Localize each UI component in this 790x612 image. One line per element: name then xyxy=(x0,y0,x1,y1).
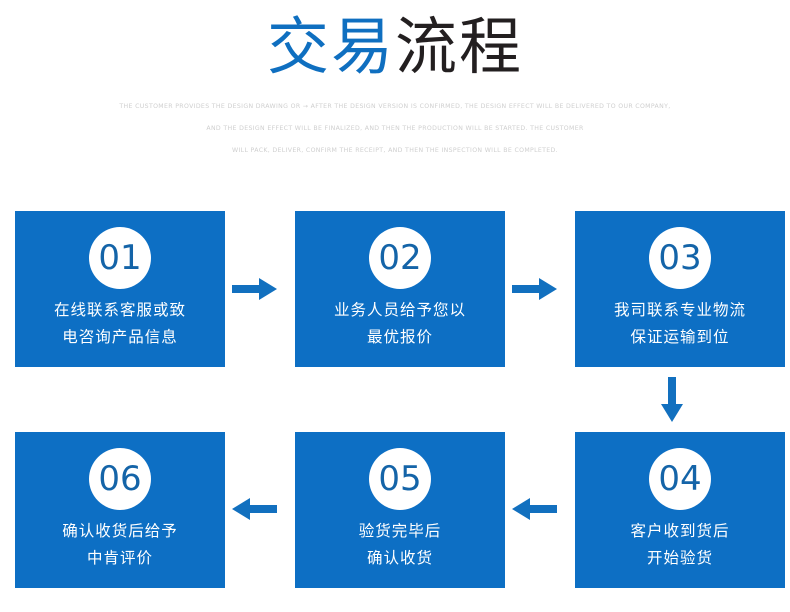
step-number-badge: 05 xyxy=(369,448,431,510)
step-description-line-2: 中肯评价 xyxy=(86,549,153,567)
arrow-right-icon xyxy=(232,272,278,306)
subtitle-line-3: WILL PACK, DELIVER, CONFIRM THE RECEIPT,… xyxy=(232,147,558,154)
page-subtitle: THE CUSTOMER PROVIDES THE DESIGN DRAWING… xyxy=(0,96,790,162)
step-description-line-2: 保证运输到位 xyxy=(630,328,730,346)
page-title-rest: 流程 xyxy=(395,10,524,83)
step-card-01[interactable]: 01 在线联系客服或致 电咨询产品信息 xyxy=(15,211,225,367)
step-description-line-2: 确认收货 xyxy=(366,549,433,567)
step-number-badge: 01 xyxy=(89,227,151,289)
process-flow: 01 在线联系客服或致 电咨询产品信息 02 业务人员给予您以 最优报价 03 … xyxy=(0,211,790,588)
page-header: 交易流程 THE CUSTOMER PROVIDES THE DESIGN DR… xyxy=(0,0,790,162)
page-title-highlight: 交易 xyxy=(266,10,395,83)
step-description: 在线联系客服或致 电咨询产品信息 xyxy=(15,297,225,351)
step-description-line-1: 业务人员给予您以 xyxy=(333,301,466,319)
step-description: 客户收到货后 开始验货 xyxy=(575,518,785,572)
step-number-badge: 06 xyxy=(89,448,151,510)
step-description-line-1: 确认收货后给予 xyxy=(62,522,178,540)
step-card-02[interactable]: 02 业务人员给予您以 最优报价 xyxy=(295,211,505,367)
step-card-04[interactable]: 04 客户收到货后 开始验货 xyxy=(575,432,785,588)
step-description: 确认收货后给予 中肯评价 xyxy=(15,518,225,572)
step-description: 验货完毕后 确认收货 xyxy=(295,518,505,572)
step-description-line-1: 我司联系专业物流 xyxy=(613,301,746,319)
arrow-down-icon xyxy=(655,377,689,423)
step-number-badge: 04 xyxy=(649,448,711,510)
flow-row-bottom: 06 确认收货后给予 中肯评价 05 验货完毕后 确认收货 04 客户收到货后 … xyxy=(0,432,790,588)
step-card-03[interactable]: 03 我司联系专业物流 保证运输到位 xyxy=(575,211,785,367)
step-description-line-1: 在线联系客服或致 xyxy=(53,301,186,319)
step-description-line-1: 客户收到货后 xyxy=(630,522,730,540)
arrow-right-icon xyxy=(512,272,558,306)
subtitle-line-1: THE CUSTOMER PROVIDES THE DESIGN DRAWING… xyxy=(119,103,671,110)
step-description-line-2: 开始验货 xyxy=(646,549,713,567)
arrow-left-icon xyxy=(232,492,278,526)
step-card-06[interactable]: 06 确认收货后给予 中肯评价 xyxy=(15,432,225,588)
step-card-05[interactable]: 05 验货完毕后 确认收货 xyxy=(295,432,505,588)
step-number-badge: 02 xyxy=(369,227,431,289)
step-description: 我司联系专业物流 保证运输到位 xyxy=(575,297,785,351)
flow-row-top: 01 在线联系客服或致 电咨询产品信息 02 业务人员给予您以 最优报价 03 … xyxy=(0,211,790,367)
step-description-line-1: 验货完毕后 xyxy=(358,522,442,540)
page-title: 交易流程 xyxy=(0,16,790,78)
step-description: 业务人员给予您以 最优报价 xyxy=(295,297,505,351)
subtitle-line-2: AND THE DESIGN EFFECT WILL BE FINALIZED,… xyxy=(206,125,584,132)
arrow-left-icon xyxy=(512,492,558,526)
step-description-line-2: 最优报价 xyxy=(366,328,433,346)
step-number-badge: 03 xyxy=(649,227,711,289)
step-description-line-2: 电咨询产品信息 xyxy=(62,328,178,346)
